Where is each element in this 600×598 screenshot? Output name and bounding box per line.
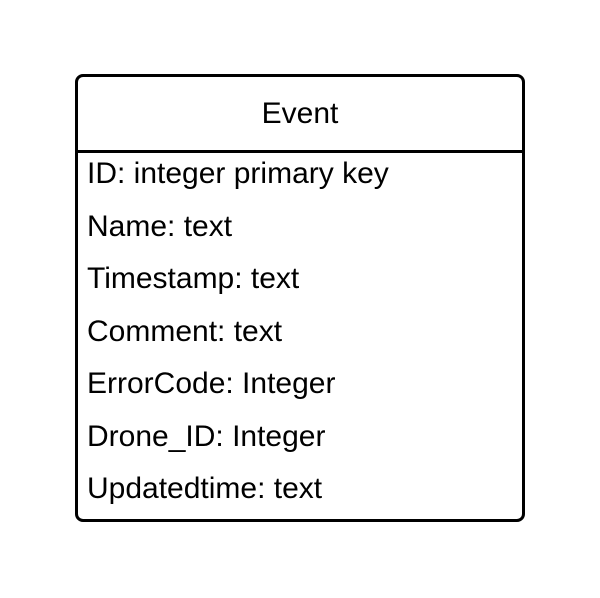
attribute-comment: Comment: text bbox=[87, 314, 283, 348]
attribute-name: Name: text bbox=[87, 209, 233, 243]
entity-event: Event ID: integer primary key Name: text… bbox=[75, 74, 525, 522]
attribute-drone-id: Drone_ID: Integer bbox=[87, 419, 326, 453]
attribute-list: ID: integer primary key Name: text Times… bbox=[78, 153, 522, 521]
attribute-timestamp: Timestamp: text bbox=[87, 262, 300, 295]
entity-title: Event bbox=[78, 77, 522, 153]
attribute-id: ID: integer primary key bbox=[87, 157, 389, 190]
attribute-updatedtime: Updatedtime: text bbox=[87, 472, 323, 505]
attribute-errorcode: ErrorCode: Integer bbox=[87, 367, 336, 400]
